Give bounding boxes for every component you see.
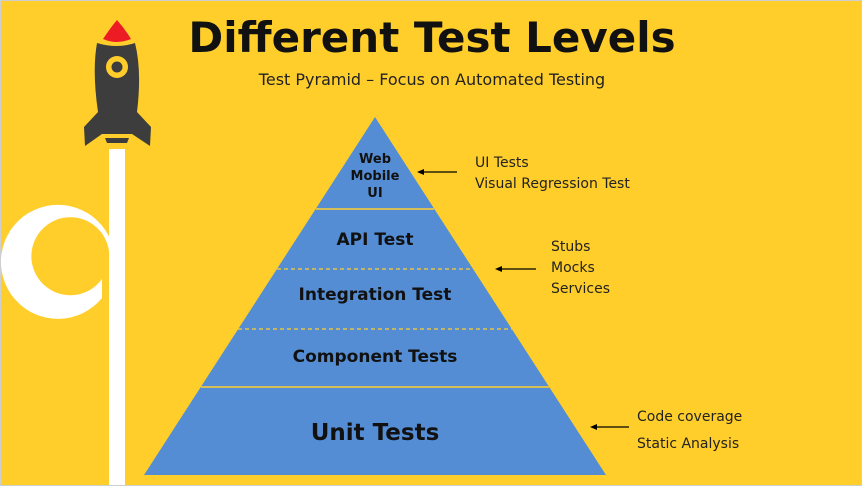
arrow-left-icon — [495, 266, 536, 272]
pyramid-level-api: API Test — [336, 230, 414, 250]
note-item: Static Analysis — [637, 436, 740, 452]
level-label: UI — [367, 186, 383, 201]
note-item: Mocks — [551, 260, 595, 276]
service-notes: Stubs Mocks Services — [551, 237, 610, 300]
pyramid-level-integration: Integration Test — [298, 285, 452, 305]
note-item: Visual Regression Test — [475, 176, 630, 192]
test-pyramid — [144, 117, 606, 475]
rocket-logo — [1, 20, 151, 485]
rocket-tip-icon — [103, 20, 131, 42]
rocket-body-icon — [84, 43, 151, 146]
rocket-loop — [1, 204, 111, 319]
note-item: UI Tests — [475, 155, 529, 171]
note-item: Code coverage — [637, 409, 743, 425]
note-item: Services — [551, 281, 611, 297]
level-label: Mobile — [350, 169, 400, 184]
arrow-left-icon — [590, 424, 629, 430]
unit-notes: Code coverage Static Analysis — [637, 404, 742, 458]
level-label: Web — [359, 152, 391, 167]
page-subtitle: Test Pyramid – Focus on Automated Testin… — [258, 70, 606, 89]
pyramid-level-ui: Web Mobile UI — [325, 151, 425, 202]
pyramid-level-unit: Unit Tests — [310, 420, 440, 446]
rocket-trail — [109, 149, 125, 485]
arrow-left-icon — [417, 169, 457, 175]
note-item: Stubs — [551, 239, 591, 255]
pyramid-level-component: Component Tests — [292, 347, 458, 367]
page-title: Different Test Levels — [188, 13, 676, 62]
ui-notes: UI Tests Visual Regression Test — [475, 153, 630, 195]
